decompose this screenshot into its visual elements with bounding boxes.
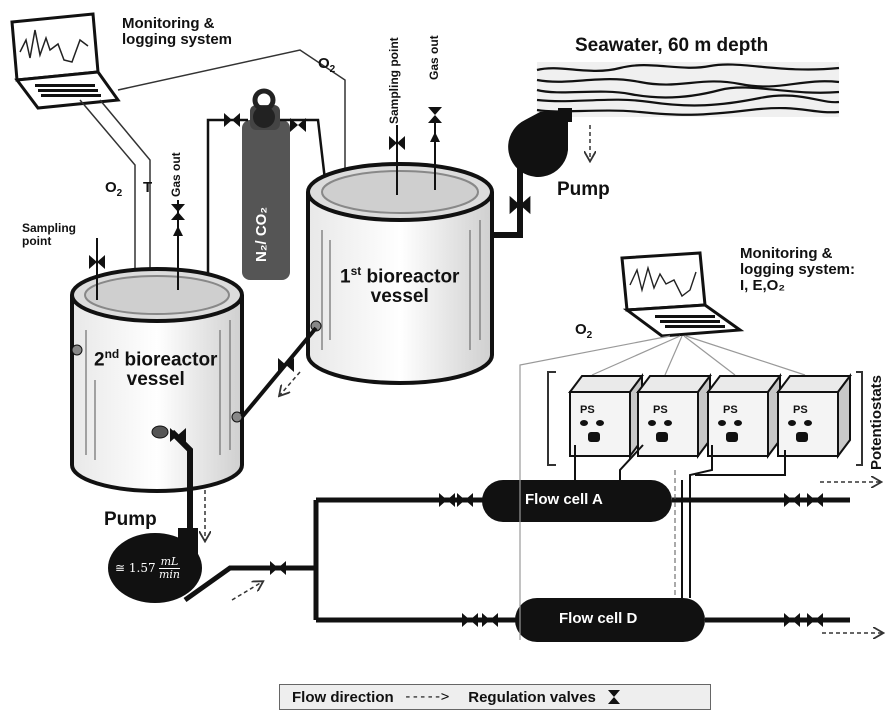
potentiostat-box — [636, 373, 712, 459]
potentiostat-box — [568, 373, 644, 459]
gas-out-label-left: Gas out — [169, 152, 183, 197]
ps-label-4: PS — [793, 404, 808, 416]
laptop-icon-top — [10, 12, 121, 110]
t-label: T — [143, 179, 153, 196]
legend-arrow: -----> — [403, 689, 450, 705]
potentiostats-label: Potentiostats — [868, 374, 885, 470]
legend-flow-direction: Flow direction — [292, 688, 394, 706]
gas-cylinder-label: N₂/ CO₂ — [253, 207, 270, 262]
bioreactor-1 — [306, 162, 494, 385]
bioreactor-2 — [70, 267, 244, 493]
pump-label-bottom: Pump — [104, 509, 157, 530]
potentiostat-boxes — [568, 373, 852, 459]
monitoring-label-top: Monitoring & logging system — [122, 15, 233, 48]
pump-top — [508, 108, 572, 177]
seawater-image — [536, 62, 840, 117]
flow-cell-a — [482, 480, 672, 522]
o2-label-right: O2 — [575, 321, 593, 341]
o2-label-top: O2 — [318, 55, 336, 75]
o2-label-left: O2 — [105, 179, 123, 199]
flow-cell-a-label: Flow cell A — [525, 491, 603, 508]
sampling-point-label-left: Sampling point — [22, 221, 77, 248]
potentiostat-box — [776, 373, 852, 459]
bioreactor-2-label: 2nd bioreactor vessel — [94, 347, 218, 391]
ps-label-3: PS — [723, 404, 738, 416]
ps-label-2: PS — [653, 404, 668, 416]
legend: Flow direction -----> Regulation valves — [279, 684, 711, 710]
legend-regulation-valves: Regulation valves — [468, 688, 596, 706]
seawater-label: Seawater, 60 m depth — [575, 35, 769, 56]
flow-cell-d — [515, 598, 705, 642]
valve-icon — [607, 690, 620, 704]
monitoring-label-right: Monitoring & logging system: I, E,O₂ — [740, 245, 856, 294]
sampling-point-label-mid: Sampling point — [387, 37, 401, 124]
pump-bottom — [108, 528, 202, 603]
gas-out-label-mid: Gas out — [427, 35, 441, 80]
pump-label-top: Pump — [557, 179, 610, 200]
ps-label-1: PS — [580, 404, 595, 416]
potentiostat-box — [706, 373, 782, 459]
laptop-icon-right — [620, 251, 745, 338]
flow-cell-d-label: Flow cell D — [559, 610, 638, 627]
flow-rate-label: ≅ 1.57 mL min — [115, 555, 181, 581]
gas-cylinder — [242, 88, 290, 280]
bioreactor-1-label: 1st bioreactor vessel — [340, 264, 460, 308]
